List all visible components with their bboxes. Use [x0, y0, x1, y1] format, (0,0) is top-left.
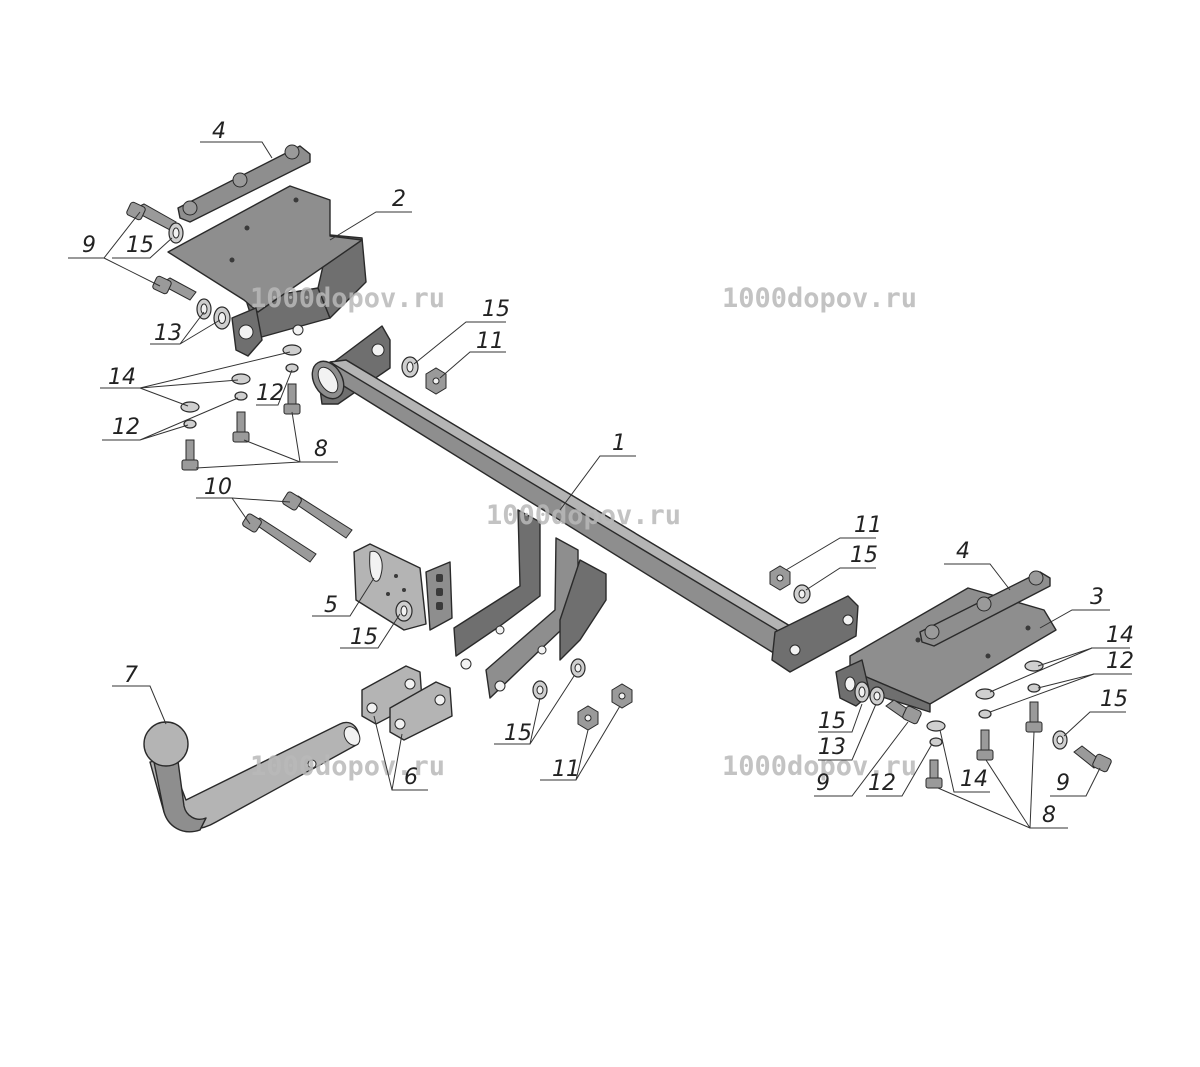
part-10-long-bolts	[242, 491, 353, 563]
part-2-left-bracket	[167, 185, 367, 357]
part-4-right-plate	[919, 570, 1051, 647]
callout-14-right-lower: 14	[960, 767, 988, 792]
callout-15-left-top: 15	[126, 233, 154, 258]
callout-9-right: 9	[816, 771, 830, 796]
callout-4-left: 4	[212, 119, 226, 144]
center-nuts-washers	[532, 658, 633, 731]
part-3-right-bracket	[835, 587, 1057, 713]
callout-12-right-lower: 12	[868, 771, 896, 796]
callout-5: 5	[324, 593, 338, 618]
callout-2: 2	[392, 187, 406, 212]
watermark-text: 1000dopov.ru	[250, 283, 445, 314]
callout-11-top: 11	[476, 329, 504, 354]
callout-13-left: 13	[154, 321, 182, 346]
top-nut-washer	[401, 356, 447, 395]
part-7-tow-ball	[143, 721, 361, 833]
callout-12-right: 12	[1106, 649, 1134, 674]
callout-4-right: 4	[956, 539, 970, 564]
callout-15-socket: 15	[350, 625, 378, 650]
callout-15-top: 15	[482, 297, 510, 322]
callout-11-center: 11	[552, 757, 580, 782]
callout-labels: 4 2 9 15 13 15 11 14 12 12 8 10 1 5 15 7…	[82, 119, 1134, 828]
callout-14-right: 14	[1106, 623, 1134, 648]
callout-12-left: 12	[112, 415, 140, 440]
right-upper-nut-washer	[769, 565, 811, 604]
leader-lines	[68, 141, 1132, 829]
callout-9-right-far: 9	[1056, 771, 1070, 796]
callout-12-left-right: 12	[256, 381, 284, 406]
part-6-spacer-plates	[361, 665, 453, 741]
watermark-text: 1000dopov.ru	[250, 751, 445, 782]
part-1-crossbar	[311, 325, 859, 699]
left-washers	[168, 222, 231, 330]
callout-15-center: 15	[504, 721, 532, 746]
callout-9-left: 9	[82, 233, 96, 258]
watermark-text: 1000dopov.ru	[722, 283, 917, 314]
callout-14-left: 14	[108, 365, 136, 390]
watermark-text: 1000dopov.ru	[722, 751, 917, 782]
callout-8-right: 8	[1042, 803, 1056, 828]
callout-1: 1	[612, 431, 626, 456]
callout-11-right: 11	[854, 513, 882, 538]
callout-15-right-lower: 15	[1100, 687, 1128, 712]
watermark-text: 1000dopov.ru	[486, 500, 681, 531]
callout-3: 3	[1090, 585, 1104, 610]
callout-6: 6	[404, 765, 418, 790]
callout-7: 7	[124, 663, 138, 688]
callout-13-right: 13	[818, 735, 846, 760]
callout-8-left: 8	[314, 437, 328, 462]
part-4-left-plate	[177, 144, 311, 223]
callout-15-right-upper: 15	[850, 543, 878, 568]
callout-10: 10	[204, 475, 232, 500]
callout-15-right-bracket: 15	[818, 709, 846, 734]
watermarks: 1000dopov.ru 1000dopov.ru 1000dopov.ru 1…	[250, 283, 917, 782]
left-bolts-9	[126, 201, 197, 301]
part-5-socket-plate	[353, 543, 453, 631]
